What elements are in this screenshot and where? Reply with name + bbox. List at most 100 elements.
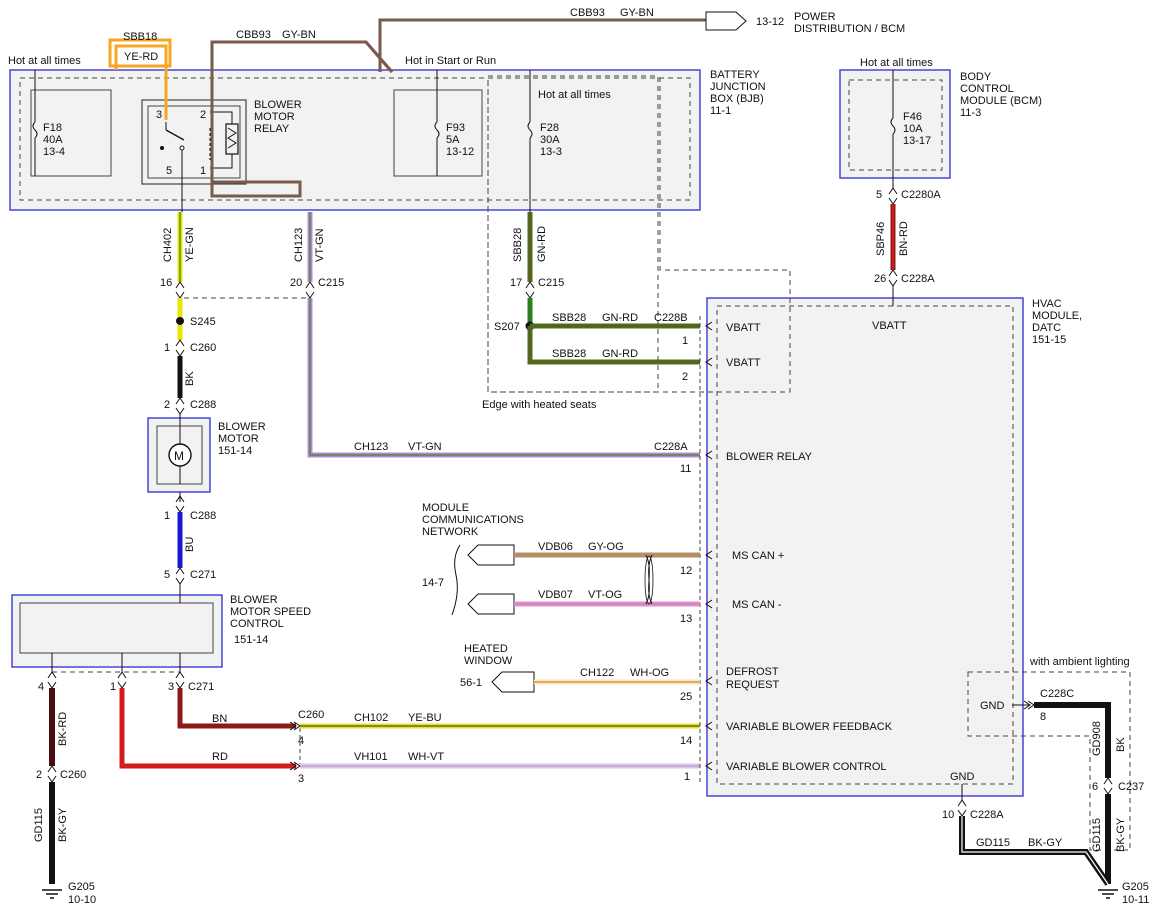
ambient-gnd: GND <box>980 700 1005 712</box>
mcn-label-3: NETWORK <box>422 526 479 538</box>
gd115r-code: GD115 <box>1091 818 1103 852</box>
f18-amps: 40A <box>43 134 63 146</box>
bjb-label-1: BATTERY <box>710 69 760 81</box>
mcn-ref: 14-7 <box>422 577 444 589</box>
c260a-name: C260 <box>190 342 216 354</box>
bn-wire <box>177 688 296 729</box>
ch123h-code: CH123 <box>354 441 388 453</box>
bjb-label-2: JUNCTION <box>710 81 766 93</box>
c2280a-name: C2280A <box>901 189 941 201</box>
f93-ref: 13-12 <box>446 146 474 158</box>
fuse-f28: F28 30A 13-3 Hot at all times <box>527 70 611 212</box>
vdb06-color: GY-OG <box>588 541 624 553</box>
f28-name: F28 <box>540 122 559 134</box>
can-pin-13: 13 <box>680 613 692 625</box>
relay-label-2: MOTOR <box>254 111 295 123</box>
c228a-br-name: C228A <box>654 441 688 453</box>
bcm-label-1: BODY <box>960 71 992 83</box>
hvac-label-1: HVAC <box>1032 298 1062 310</box>
ch402-color: YE-GN <box>184 227 196 262</box>
ch102-code: CH102 <box>354 712 388 724</box>
sbb28v-code: SBB28 <box>512 228 524 262</box>
battery-junction-box: BATTERY JUNCTION BOX (BJB) 11-1 <box>9 69 766 211</box>
c288a-name: C288 <box>190 399 216 411</box>
f46-name: F46 <box>903 111 922 123</box>
sbb18-code: SBB18 <box>123 31 157 43</box>
control-pin: 1 <box>684 771 690 783</box>
c215a-pin16: 16 <box>160 277 172 289</box>
speed-ctl-label-2: MOTOR SPEED <box>230 606 311 618</box>
mcn-label-2: COMMUNICATIONS <box>422 514 524 526</box>
ch402-code: CH402 <box>162 228 174 262</box>
sbb18-color: YE-RD <box>124 51 158 63</box>
sbb28b-code: SBB28 <box>552 348 586 360</box>
g205r-ref: 10-11 <box>1122 894 1149 906</box>
heated-label-1: HEATED <box>464 643 508 655</box>
c260b-pin4: 4 <box>298 735 304 747</box>
ch123v-color: VT-GN <box>314 228 326 262</box>
vdb07-color: VT-OG <box>588 589 622 601</box>
c271b-pin1: 1 <box>110 681 116 693</box>
f18-name: F18 <box>43 122 62 134</box>
c228a-gnd-name: C228A <box>970 809 1004 821</box>
hvac-pin-control: VARIABLE BLOWER CONTROL <box>726 761 887 773</box>
edge-heated-label: Edge with heated seats <box>482 399 597 411</box>
speed-ctl-label-3: CONTROL <box>230 618 284 630</box>
mcn-label-1: MODULE <box>422 502 469 514</box>
sbb28b-color: GN-RD <box>602 348 638 360</box>
power-dist-label-1: POWER <box>794 11 836 23</box>
heated-window-connector-icon <box>491 671 535 693</box>
can-minus-connector-icon <box>467 593 515 615</box>
ambient-lighting-region <box>967 671 1131 851</box>
g205l-ref: 10-10 <box>68 894 96 906</box>
gd115b-color: BK-GY <box>1028 837 1063 849</box>
s207-label: S207 <box>494 321 520 333</box>
gd908-wire <box>1034 702 1111 778</box>
speed-ctl-label-4: 151-14 <box>234 634 268 646</box>
rd-color: RD <box>212 751 228 763</box>
c215a-pin20: 20 <box>290 277 302 289</box>
c271a-name: C271 <box>190 569 216 581</box>
f28-hot-label: Hot at all times <box>538 89 611 101</box>
c260a-pin: 1 <box>164 342 170 354</box>
f18-ref: 13-4 <box>43 146 65 158</box>
gd115b-code: GD115 <box>976 837 1010 849</box>
speed-ctl-label-1: BLOWER <box>230 594 278 606</box>
c271b-name: C271 <box>188 681 214 693</box>
hvac-pin-blower-relay: BLOWER RELAY <box>726 451 813 463</box>
gd908-color: BK <box>1115 737 1127 752</box>
c228b-pin2: 2 <box>682 371 688 383</box>
can-plus-connector-icon <box>467 544 515 566</box>
fuse-icon <box>32 121 38 139</box>
c260b-name: C260 <box>298 709 324 721</box>
heated-ref: 56-1 <box>460 677 482 689</box>
vh101-color: WH-VT <box>408 751 444 763</box>
c228a-gnd-pin: 10 <box>942 809 954 821</box>
brace-icon <box>451 544 461 616</box>
c228a-br-pin: 11 <box>680 463 691 475</box>
hvac-pin-feedback: VARIABLE BLOWER FEEDBACK <box>726 721 893 733</box>
f93-amps: 5A <box>446 134 460 146</box>
relay-pin-3: 3 <box>156 109 162 121</box>
hvac-pin-defrost: DEFROST <box>726 666 779 678</box>
c260c-pin: 2 <box>36 769 42 781</box>
bcm-label-3: MODULE (BCM) <box>960 95 1042 107</box>
blower-motor-label-1: BLOWER <box>218 421 266 433</box>
g205l-name: G205 <box>68 881 95 893</box>
ch123v-code: CH123 <box>293 228 305 262</box>
c215a-name: C215 <box>318 277 344 289</box>
hvac-label-2: MODULE, <box>1032 310 1082 322</box>
hvac-pin-vbatt-top: VBATT <box>872 320 907 332</box>
f28-ref: 13-3 <box>540 146 562 158</box>
c228b-name: C228B <box>654 312 688 324</box>
sbb18-wire-label-box <box>108 38 172 68</box>
c260b-pin3: 3 <box>298 773 304 785</box>
bcm-label-4: 11-3 <box>960 107 981 119</box>
vdb07-code: VDB07 <box>538 589 573 601</box>
bn-color: BN <box>212 713 227 725</box>
bjb-label-4: 11-1 <box>710 105 731 117</box>
rd-wire <box>119 688 296 769</box>
defrost-pin: 25 <box>680 691 692 703</box>
f93-hot-label: Hot in Start or Run <box>405 55 496 67</box>
